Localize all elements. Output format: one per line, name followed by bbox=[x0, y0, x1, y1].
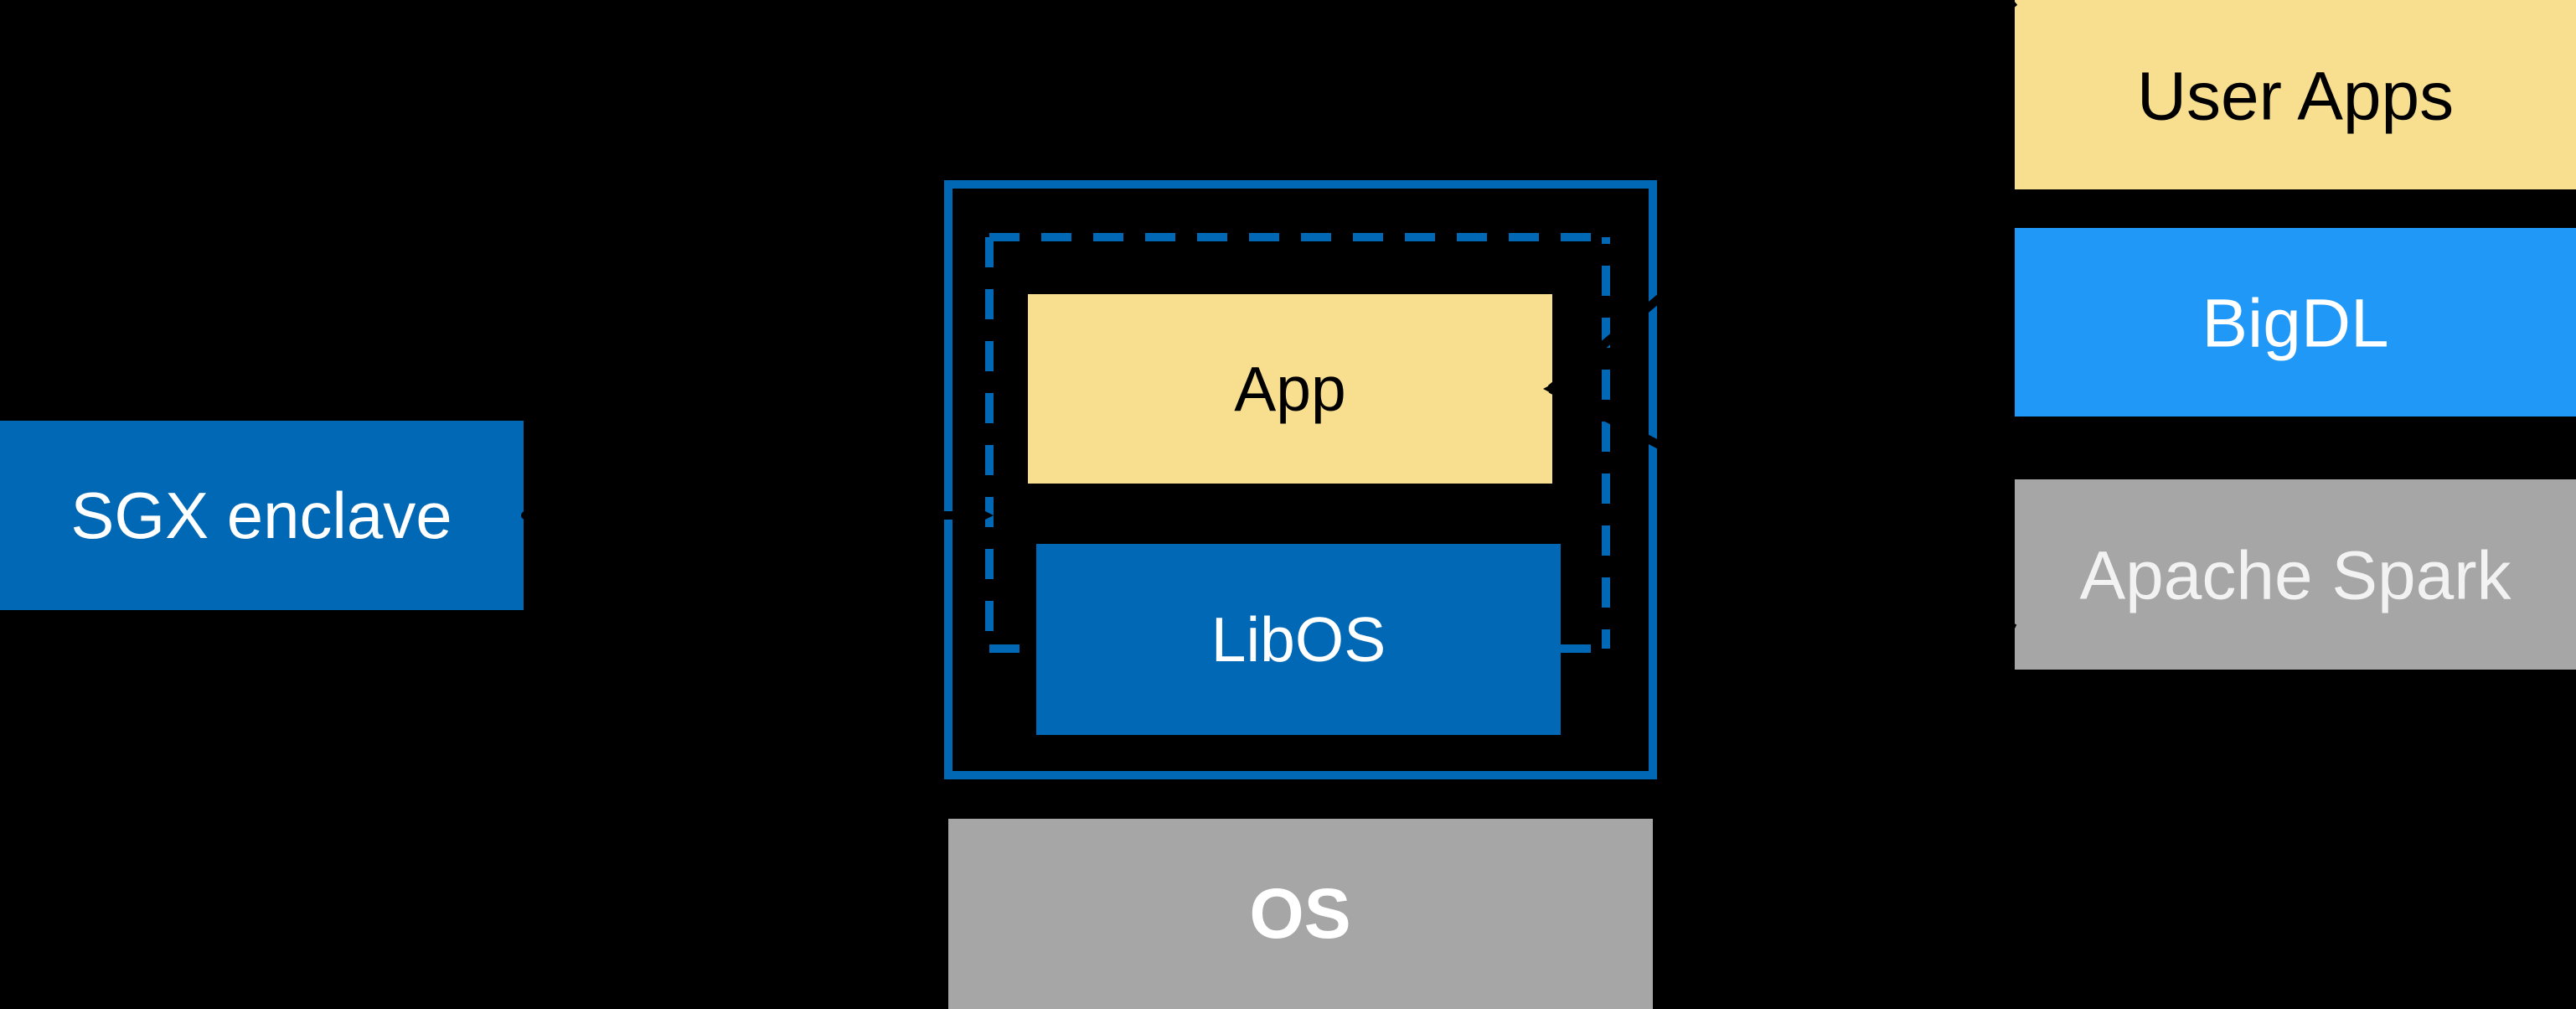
apache-spark-label: Apache Spark bbox=[2079, 538, 2511, 614]
enclave-dashed-border bbox=[985, 233, 1610, 653]
app-label: App bbox=[1234, 354, 1345, 424]
bigdl-box bbox=[2015, 228, 2576, 417]
os-label: OS bbox=[1249, 874, 1350, 953]
app-box bbox=[1028, 294, 1552, 484]
expansion-arrowhead bbox=[1543, 374, 1572, 404]
sgx-enclave-label-box bbox=[0, 421, 524, 610]
expansion-line-bottom bbox=[1548, 385, 2017, 633]
expansion-line-top bbox=[1547, 0, 2018, 392]
user-apps-label: User Apps bbox=[2137, 59, 2454, 135]
sgx-enclave-pointer-arrowhead bbox=[962, 499, 994, 531]
apache-spark-box bbox=[2015, 479, 2576, 670]
os-box bbox=[948, 819, 1653, 1009]
bigdl-label: BigDL bbox=[2202, 286, 2388, 362]
user-apps-box bbox=[2015, 0, 2576, 189]
libos-box bbox=[1036, 544, 1561, 735]
connectors bbox=[521, 0, 2018, 633]
enclave-outer-box bbox=[944, 180, 1657, 779]
libos-label: LibOS bbox=[1211, 604, 1386, 675]
sgx-enclave-label: SGX enclave bbox=[70, 479, 452, 552]
